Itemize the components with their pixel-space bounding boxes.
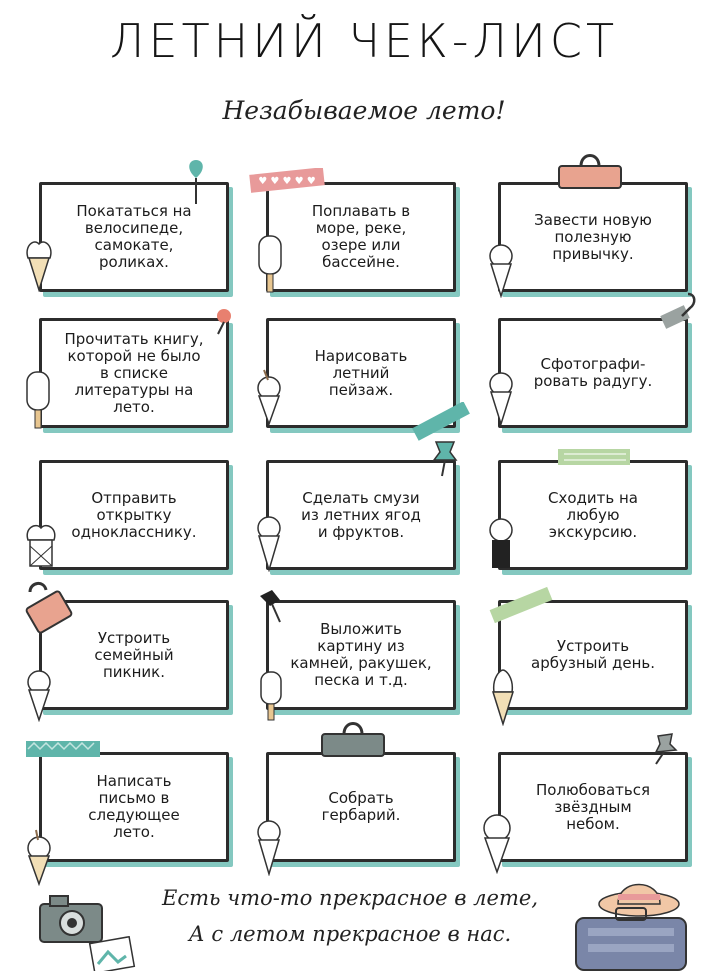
checklist-item-text: Завести новую полезную привычку. <box>534 210 652 263</box>
sun-hat-icon <box>598 883 680 917</box>
checklist-item-text: Сделать смузи из летних ягод и фруктов. <box>301 488 421 541</box>
checklist-item-text: Отправить открытку однокласснику. <box>71 488 197 541</box>
checklist-item-text: Полюбоваться звёздным небом. <box>536 780 650 833</box>
popsicle-icon <box>260 671 282 721</box>
popsicle-icon <box>258 235 282 293</box>
checklist-item-text: Нарисовать летний пейзаж. <box>314 346 408 399</box>
checklist-card-5: Нарисовать летний пейзаж. <box>266 318 456 428</box>
checklist-card-4: Прочитать книгу, которой не было в списк… <box>39 318 229 428</box>
photo-icon <box>88 936 136 971</box>
checklist-card-12: Устроить арбузный день. <box>498 600 688 710</box>
washi-tape-icon <box>26 741 100 757</box>
ice-cream-cone-icon <box>489 372 513 426</box>
page-subtitle: Незабываемое лето! <box>222 96 506 125</box>
ice-cream-cone-icon <box>257 516 281 572</box>
ice-cream-cone-icon <box>483 814 511 874</box>
paper-clip-icon <box>660 292 696 329</box>
checklist-item-text: Сфотографи- ровать радугу. <box>533 355 653 390</box>
push-pin-icon <box>260 590 281 623</box>
checklist-item-text: Сходить на любую экскурсию. <box>548 488 638 541</box>
ice-cream-cone-icon <box>489 244 513 298</box>
push-pin-icon <box>432 441 458 477</box>
checklist-card-9: Сходить на любую экскурсию. <box>498 460 688 570</box>
page-title: ЛЕТНИЙ ЧЕК-ЛИСТ <box>109 14 619 68</box>
ice-cream-cone-icon <box>26 241 52 292</box>
washi-tape-icon <box>489 586 553 624</box>
checklist-card-15: Полюбоваться звёздным небом. <box>498 752 688 862</box>
checklist-item-text: Написать письмо в следующее лето. <box>88 772 180 841</box>
checklist-card-2: Поплавать в море, реке, озере или бассей… <box>266 182 456 292</box>
checklist-item-text: Устроить арбузный день. <box>531 637 655 672</box>
footer-quote-line-1: Есть что-то прекрасное в лете, <box>161 886 538 910</box>
checklist-item-text: Покататься на велосипеде, самокате, роли… <box>76 202 192 271</box>
popsicle-icon <box>26 371 50 429</box>
checklist-item-text: Устроить семейный пикник. <box>94 628 174 681</box>
checklist-card-7: Отправить открытку однокласснику. <box>39 460 229 570</box>
push-pin-icon <box>189 160 203 204</box>
checklist-item-text: Выложить картину из камней, ракушек, пес… <box>290 620 432 689</box>
push-pin-icon <box>217 309 231 335</box>
checklist-item-text: Поплавать в море, реке, озере или бассей… <box>311 202 411 271</box>
camera-icon <box>39 895 103 943</box>
ice-cream-cone-icon <box>257 820 281 876</box>
checklist-card-1: Покататься на велосипеде, самокате, роли… <box>39 182 229 292</box>
checklist-card-13: Написать письмо в следующее лето. <box>39 752 229 862</box>
binder-clip-icon <box>321 722 385 757</box>
binder-clip-icon <box>558 154 622 189</box>
svg-text:♥ ♥ ♥ ♥ ♥: ♥ ♥ ♥ ♥ ♥ <box>258 176 316 187</box>
push-pin-icon <box>654 733 678 765</box>
ice-cream-cone-icon <box>26 524 56 567</box>
checklist-card-11: Выложить картину из камней, ракушек, пес… <box>266 600 456 710</box>
checklist-card-6: Сфотографи- ровать радугу. <box>498 318 688 428</box>
ice-cream-cone-icon <box>257 369 281 426</box>
ice-cream-cone-icon <box>491 669 515 726</box>
checklist-item-text: Прочитать книгу, которой не было в списк… <box>64 329 204 416</box>
washi-tape-icon: ♥ ♥ ♥ ♥ ♥ <box>249 168 325 193</box>
checklist-card-8: Сделать смузи из летних ягод и фруктов. <box>266 460 456 570</box>
washi-tape-icon <box>412 402 470 441</box>
binder-clip-icon <box>25 582 73 634</box>
suitcase-icon <box>575 907 687 971</box>
footer-quote-line-2: А с летом прекрасное в нас. <box>188 922 512 946</box>
ice-cream-cone-icon <box>27 829 51 886</box>
checklist-card-3: Завести новую полезную привычку. <box>498 182 688 292</box>
ice-cream-cone-icon <box>489 518 513 568</box>
washi-tape-icon <box>558 449 630 465</box>
ice-cream-cone-icon <box>27 670 51 722</box>
checklist-card-14: Собрать гербарий. <box>266 752 456 862</box>
checklist-card-10: Устроить семейный пикник. <box>39 600 229 710</box>
checklist-item-text: Собрать гербарий. <box>321 789 401 824</box>
